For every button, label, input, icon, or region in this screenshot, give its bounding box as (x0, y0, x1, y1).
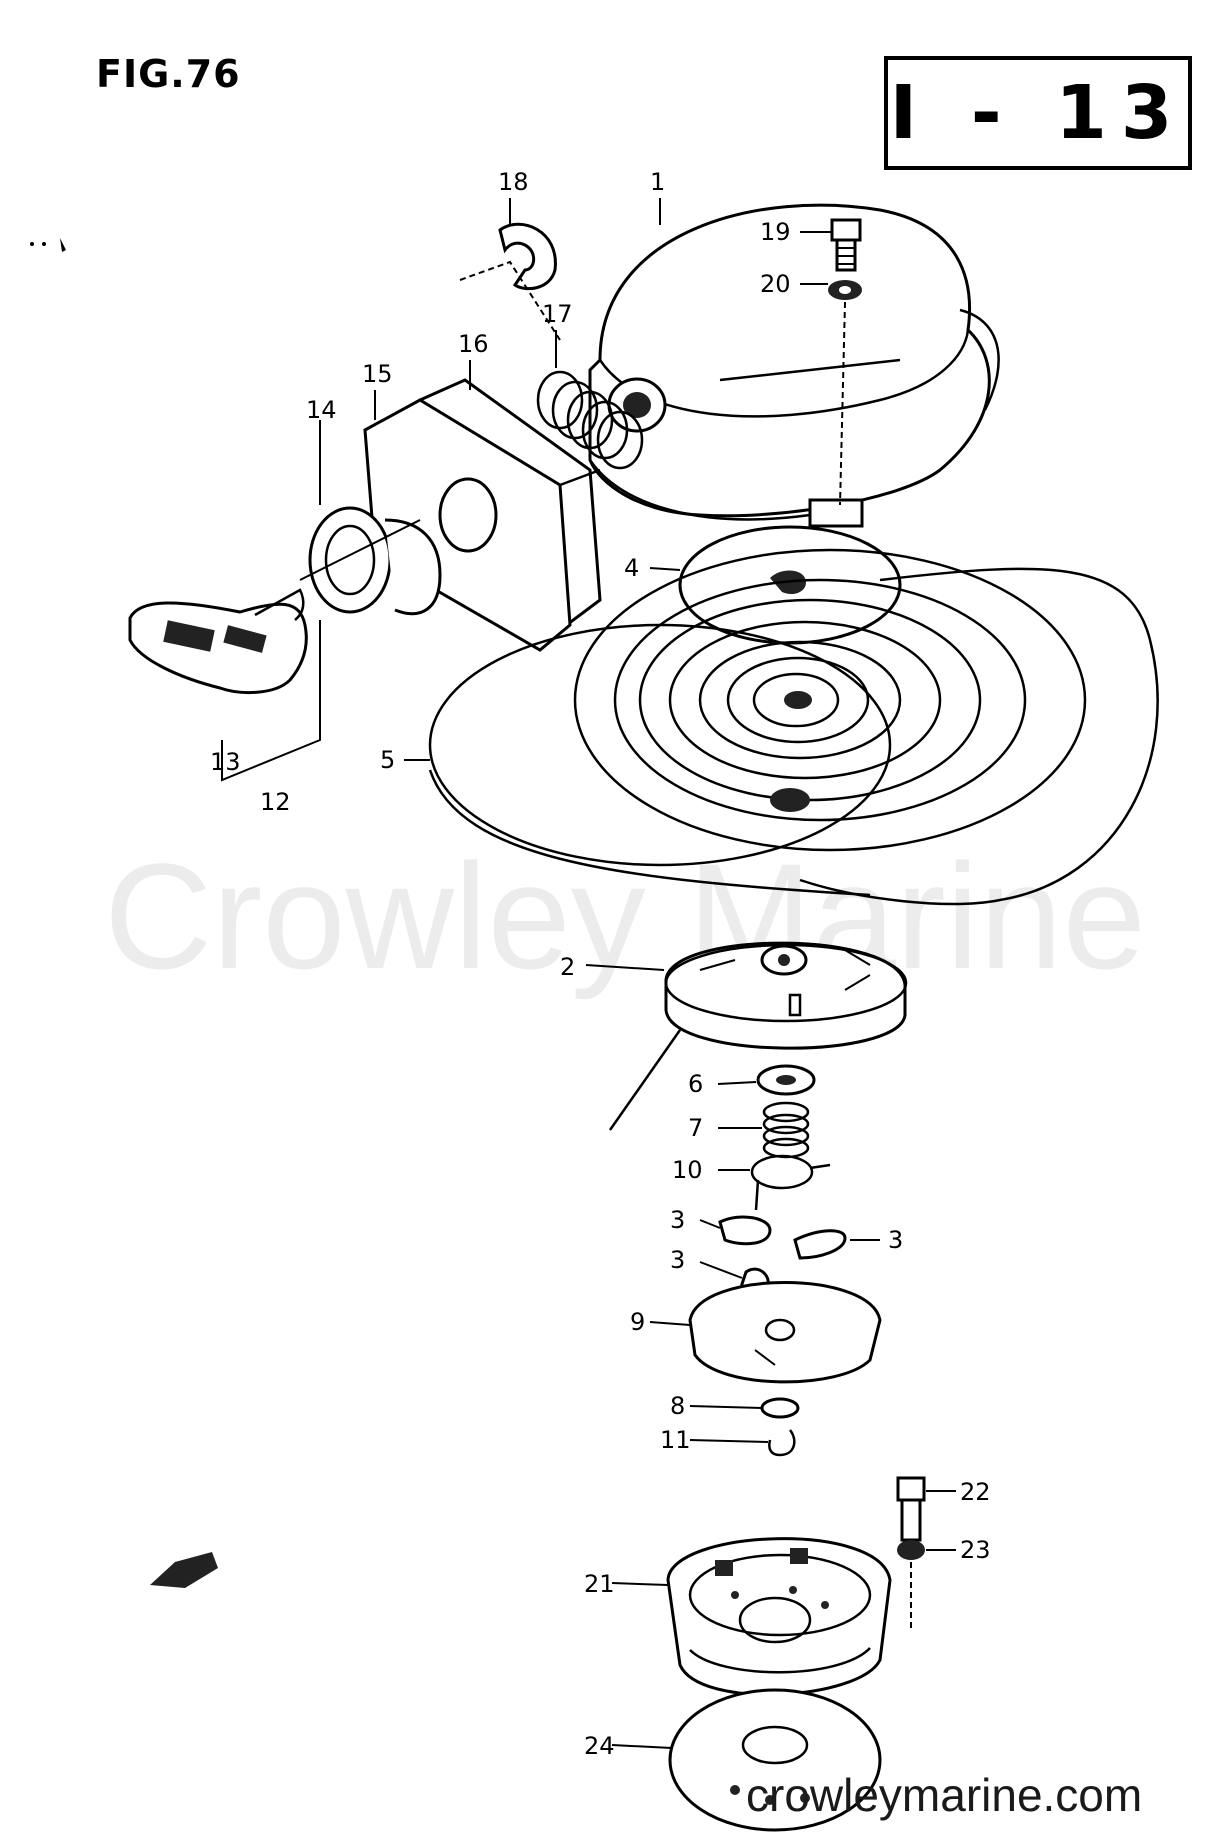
callout-23: 23 (960, 1536, 991, 1564)
callout-6: 6 (688, 1070, 703, 1098)
callout-21: 21 (584, 1570, 615, 1598)
reel-2 (608, 941, 908, 1131)
leader-lines (221, 198, 956, 1749)
callout-16: 16 (458, 330, 489, 358)
clip-11 (768, 1429, 796, 1457)
callout-7: 7 (688, 1114, 703, 1142)
callout-24: 24 (584, 1732, 615, 1760)
recoil-spring-5 (428, 548, 1159, 906)
figure-label: FIG.76 (96, 52, 241, 96)
callout-20: 20 (760, 270, 791, 298)
washer-20 (828, 280, 862, 300)
spring-7 (762, 1101, 810, 1159)
callout-3b: 3 (888, 1226, 903, 1254)
callout-22: 22 (960, 1478, 991, 1506)
starter-housing (588, 203, 1000, 528)
direction-arrow-icon (150, 1552, 218, 1588)
washer-6 (756, 1064, 816, 1096)
plate-4 (678, 525, 902, 645)
callout-10: 10 (672, 1156, 703, 1184)
callout-5: 5 (380, 746, 395, 774)
callout-9: 9 (630, 1308, 645, 1336)
spring-17 (536, 370, 644, 470)
section-code: I - 13 (889, 70, 1187, 156)
callout-14: 14 (306, 396, 337, 424)
grommet-14 (308, 506, 442, 616)
spring-10 (750, 1154, 831, 1211)
friction-plate-9 (688, 1281, 882, 1384)
callout-19: 19 (760, 218, 791, 246)
clip-18 (498, 222, 557, 291)
callout-13: 13 (210, 748, 241, 776)
callout-15: 15 (362, 360, 393, 388)
rope-guide-15-16 (363, 378, 602, 652)
callout-labels: 1 2 3 3 3 4 5 6 7 8 9 10 11 12 13 14 15 … (210, 168, 991, 1760)
callout-3c: 3 (670, 1246, 685, 1274)
callout-18: 18 (498, 168, 529, 196)
watermark-text: Crowley Marine (104, 832, 1146, 1000)
section-box: I - 13 (884, 56, 1192, 170)
callout-11: 11 (660, 1426, 691, 1454)
callout-8: 8 (670, 1392, 685, 1420)
callout-17: 17 (542, 300, 573, 328)
handle-13 (128, 588, 308, 694)
bolt-19 (830, 218, 862, 272)
plate-24 (668, 1688, 882, 1832)
callout-3a: 3 (670, 1206, 685, 1234)
callout-12: 12 (260, 788, 291, 816)
bolt-22 (896, 1476, 926, 1542)
pulley-21 (666, 1537, 892, 1697)
site-url: crowleymarine.com (746, 1769, 1143, 1821)
callout-2: 2 (560, 953, 575, 981)
scan-specks (30, 238, 66, 252)
callout-1: 1 (650, 168, 665, 196)
washer-23 (897, 1540, 925, 1560)
washer-8 (760, 1397, 800, 1419)
callout-4: 4 (624, 554, 639, 582)
